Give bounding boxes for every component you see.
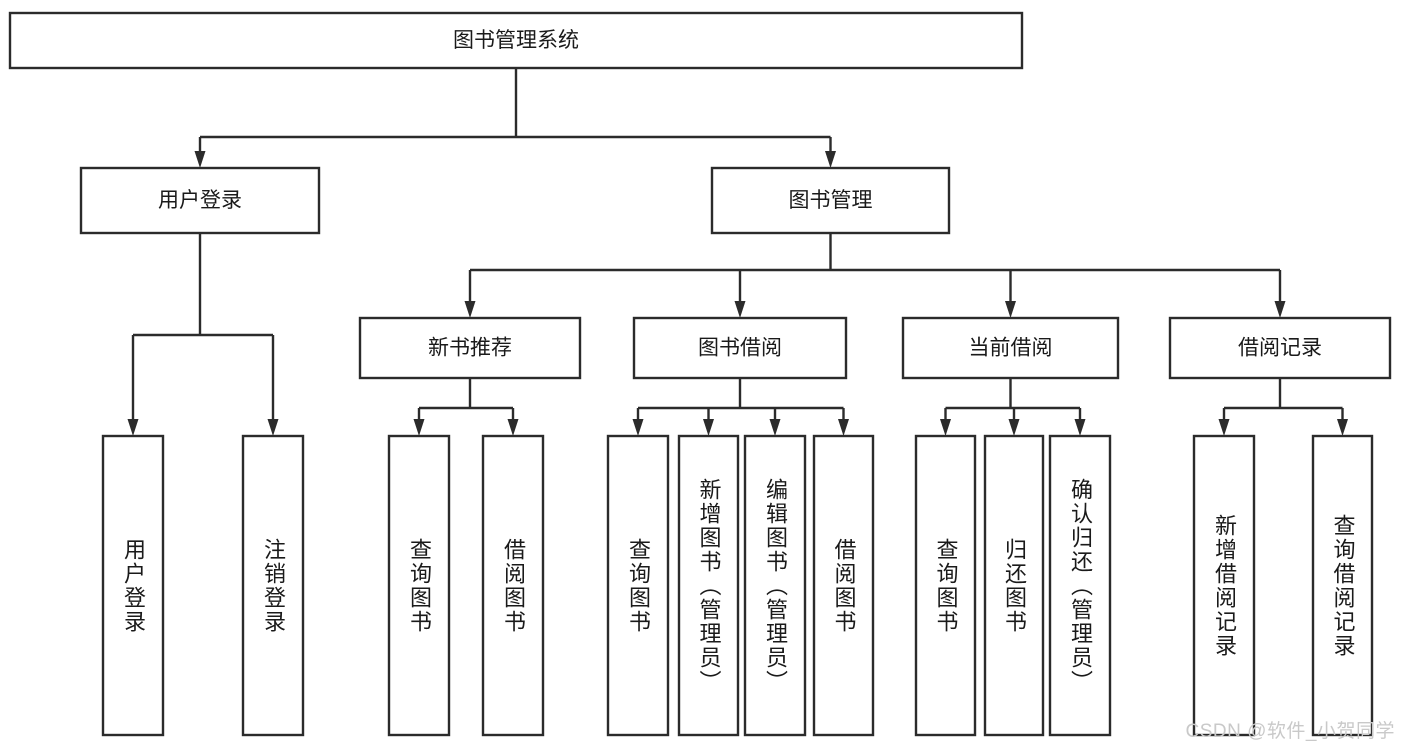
- node-查询图书[interactable]: [606, 434, 670, 737]
- boxes-layer: [8, 11, 1392, 737]
- node-box[interactable]: [241, 434, 305, 737]
- node-图书管理系统[interactable]: [8, 11, 1024, 70]
- node-box[interactable]: [632, 316, 848, 380]
- node-编辑图书管理员[interactable]: [743, 434, 807, 737]
- arrow-head-icon: [267, 419, 279, 436]
- node-label: 新书推荐: [428, 337, 512, 360]
- node-label: 图书管理系统: [453, 29, 579, 52]
- node-box[interactable]: [79, 166, 321, 235]
- node-label: 借阅记录: [1238, 337, 1322, 360]
- node-box[interactable]: [812, 434, 875, 737]
- arrow-head-icon: [825, 151, 836, 168]
- arrow-head-icon: [703, 419, 714, 436]
- arrow-head-icon: [464, 301, 476, 318]
- arrow-head-icon: [632, 419, 644, 436]
- node-box[interactable]: [901, 316, 1120, 380]
- edge-group-图书管理: [464, 233, 1286, 318]
- arrow-head-icon: [1074, 419, 1086, 436]
- arrow-head-icon: [1337, 419, 1348, 436]
- node-box[interactable]: [1048, 434, 1112, 737]
- node-借阅记录[interactable]: [1168, 316, 1392, 380]
- node-box[interactable]: [358, 316, 582, 380]
- arrow-head-icon: [127, 419, 139, 436]
- node-box[interactable]: [387, 434, 451, 737]
- arrow-head-icon: [769, 419, 781, 436]
- node-box[interactable]: [743, 434, 807, 737]
- node-归还图书[interactable]: [983, 434, 1045, 737]
- arrow-head-icon: [1218, 419, 1230, 436]
- node-查询图书[interactable]: [914, 434, 977, 737]
- edge-group-新书推荐: [413, 378, 519, 436]
- arrow-head-icon: [734, 301, 746, 318]
- node-box[interactable]: [1168, 316, 1392, 380]
- node-box[interactable]: [710, 166, 951, 235]
- node-查询图书[interactable]: [387, 434, 451, 737]
- node-box[interactable]: [481, 434, 545, 737]
- node-label: 图书借阅: [698, 337, 782, 360]
- node-新增借阅记录[interactable]: [1192, 434, 1256, 737]
- node-label: 图书管理: [789, 189, 873, 212]
- node-查询借阅记录[interactable]: [1311, 434, 1374, 737]
- arrow-head-icon: [838, 419, 849, 436]
- arrow-head-icon: [940, 419, 951, 436]
- node-借阅图书[interactable]: [812, 434, 875, 737]
- node-借阅图书[interactable]: [481, 434, 545, 737]
- node-用户登录[interactable]: [79, 166, 321, 235]
- edge-group-当前借阅: [940, 378, 1086, 436]
- node-确认归还管理员[interactable]: [1048, 434, 1112, 737]
- edges-layer: [127, 68, 1348, 436]
- node-图书管理[interactable]: [710, 166, 951, 235]
- node-box[interactable]: [101, 434, 165, 737]
- node-box[interactable]: [606, 434, 670, 737]
- node-box[interactable]: [1311, 434, 1374, 737]
- node-box[interactable]: [677, 434, 740, 737]
- node-box[interactable]: [983, 434, 1045, 737]
- node-新增图书管理员[interactable]: [677, 434, 740, 737]
- node-label: 当前借阅: [969, 337, 1053, 360]
- node-用户登录[interactable]: [101, 434, 165, 737]
- edge-group-图书管理系统: [194, 68, 836, 168]
- node-box[interactable]: [8, 11, 1024, 70]
- edge-group-图书借阅: [632, 378, 849, 436]
- node-box[interactable]: [1192, 434, 1256, 737]
- arrow-head-icon: [1274, 301, 1286, 318]
- edge-group-借阅记录: [1218, 378, 1348, 436]
- arrow-head-icon: [413, 419, 425, 436]
- watermark-text: CSDN @软件_小贺同学: [1185, 721, 1395, 742]
- node-注销登录[interactable]: [241, 434, 305, 737]
- arrow-head-icon: [1008, 419, 1020, 436]
- arrow-head-icon: [1005, 301, 1016, 318]
- arrow-head-icon: [194, 151, 206, 168]
- node-新书推荐[interactable]: [358, 316, 582, 380]
- node-label: 用户登录: [158, 189, 242, 212]
- edge-group-用户登录: [127, 233, 279, 436]
- arrow-head-icon: [507, 419, 519, 436]
- node-当前借阅[interactable]: [901, 316, 1120, 380]
- node-box[interactable]: [914, 434, 977, 737]
- node-图书借阅[interactable]: [632, 316, 848, 380]
